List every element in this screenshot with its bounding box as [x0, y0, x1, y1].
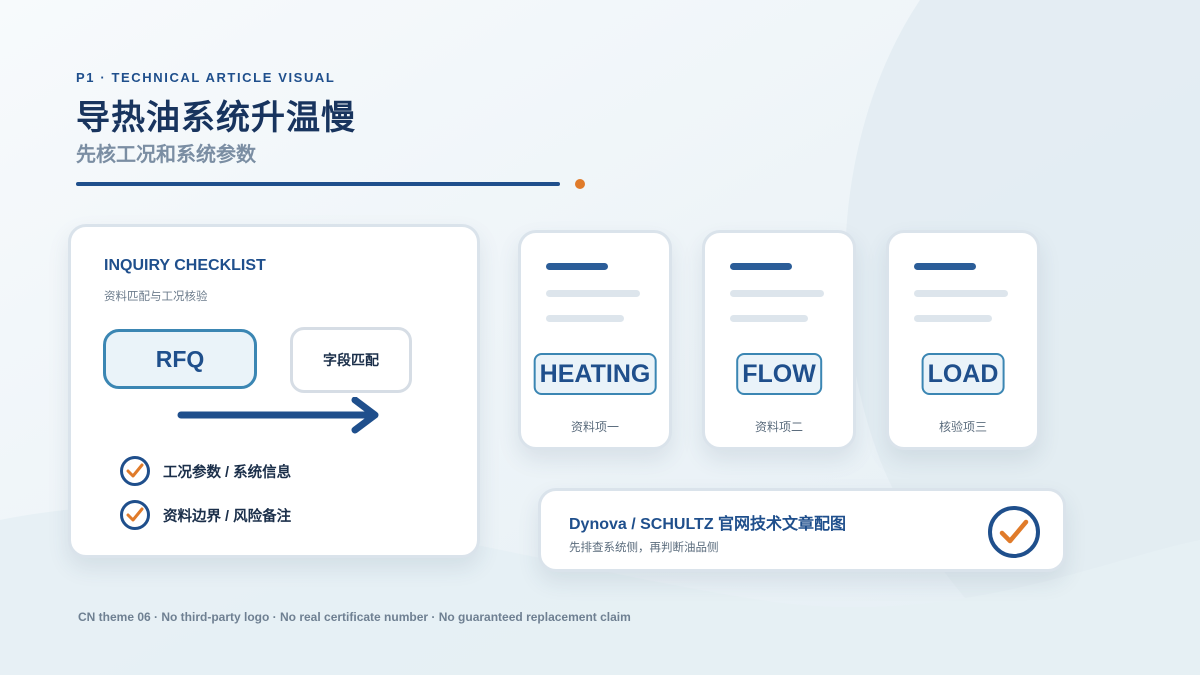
card-tag: LOAD: [921, 353, 1005, 395]
accent-dot: [575, 179, 585, 189]
placeholder-line: [914, 263, 976, 270]
check-circle-icon: [120, 456, 150, 486]
checklist-item: 资料边界 / 风险备注: [119, 499, 291, 531]
checklist-item: 工况参数 / 系统信息: [119, 455, 291, 487]
card-tag: FLOW: [736, 353, 822, 395]
summary-subtitle: 先排查系统侧，再判断油品侧: [569, 542, 719, 554]
card-caption: 核验项三: [938, 420, 987, 434]
footer-note: CN theme 06 · No third-party logo · No r…: [78, 610, 631, 624]
checklist-subtitle: 资料匹配与工况核验: [104, 291, 208, 303]
placeholder-line: [546, 315, 624, 322]
placeholder-line: [546, 263, 608, 270]
eyebrow-label: P1 · TECHNICAL ARTICLE VISUAL: [76, 70, 336, 85]
check-circle-icon: [120, 500, 150, 530]
card-caption: 资料项一: [570, 420, 619, 434]
field-match-box: 字段匹配: [290, 327, 412, 393]
arrow-right-icon: [177, 397, 379, 434]
page-title: 导热油系统升温慢: [76, 99, 356, 137]
check-circle-icon: [988, 506, 1040, 558]
checklist-item-label: 资料边界 / 风险备注: [163, 508, 292, 525]
placeholder-line: [546, 290, 640, 297]
data-item-card-heating: HEATING 资料项一: [518, 230, 672, 450]
page-subtitle: 先核工况和系统参数: [76, 144, 256, 166]
title-rule: [76, 182, 560, 186]
checklist-item-label: 工况参数 / 系统信息: [163, 464, 292, 481]
placeholder-line: [730, 263, 792, 270]
placeholder-line: [730, 290, 824, 297]
card-tag: HEATING: [533, 353, 657, 395]
placeholder-line: [730, 315, 808, 322]
rfq-box: RFQ: [103, 329, 257, 389]
data-item-card-flow: FLOW 资料项二: [702, 230, 856, 450]
summary-title: Dynova / SCHULTZ 官网技术文章配图: [569, 516, 847, 533]
card-caption: 资料项二: [754, 420, 803, 434]
data-item-card-load: LOAD 核验项三: [886, 230, 1040, 450]
placeholder-line: [914, 290, 1008, 297]
summary-card: Dynova / SCHULTZ 官网技术文章配图 先排查系统侧，再判断油品侧: [538, 488, 1066, 572]
placeholder-line: [914, 315, 992, 322]
checklist-title: INQUIRY CHECKLIST: [104, 257, 266, 274]
inquiry-checklist-card: INQUIRY CHECKLIST 资料匹配与工况核验 RFQ 字段匹配 工况参…: [68, 224, 480, 558]
